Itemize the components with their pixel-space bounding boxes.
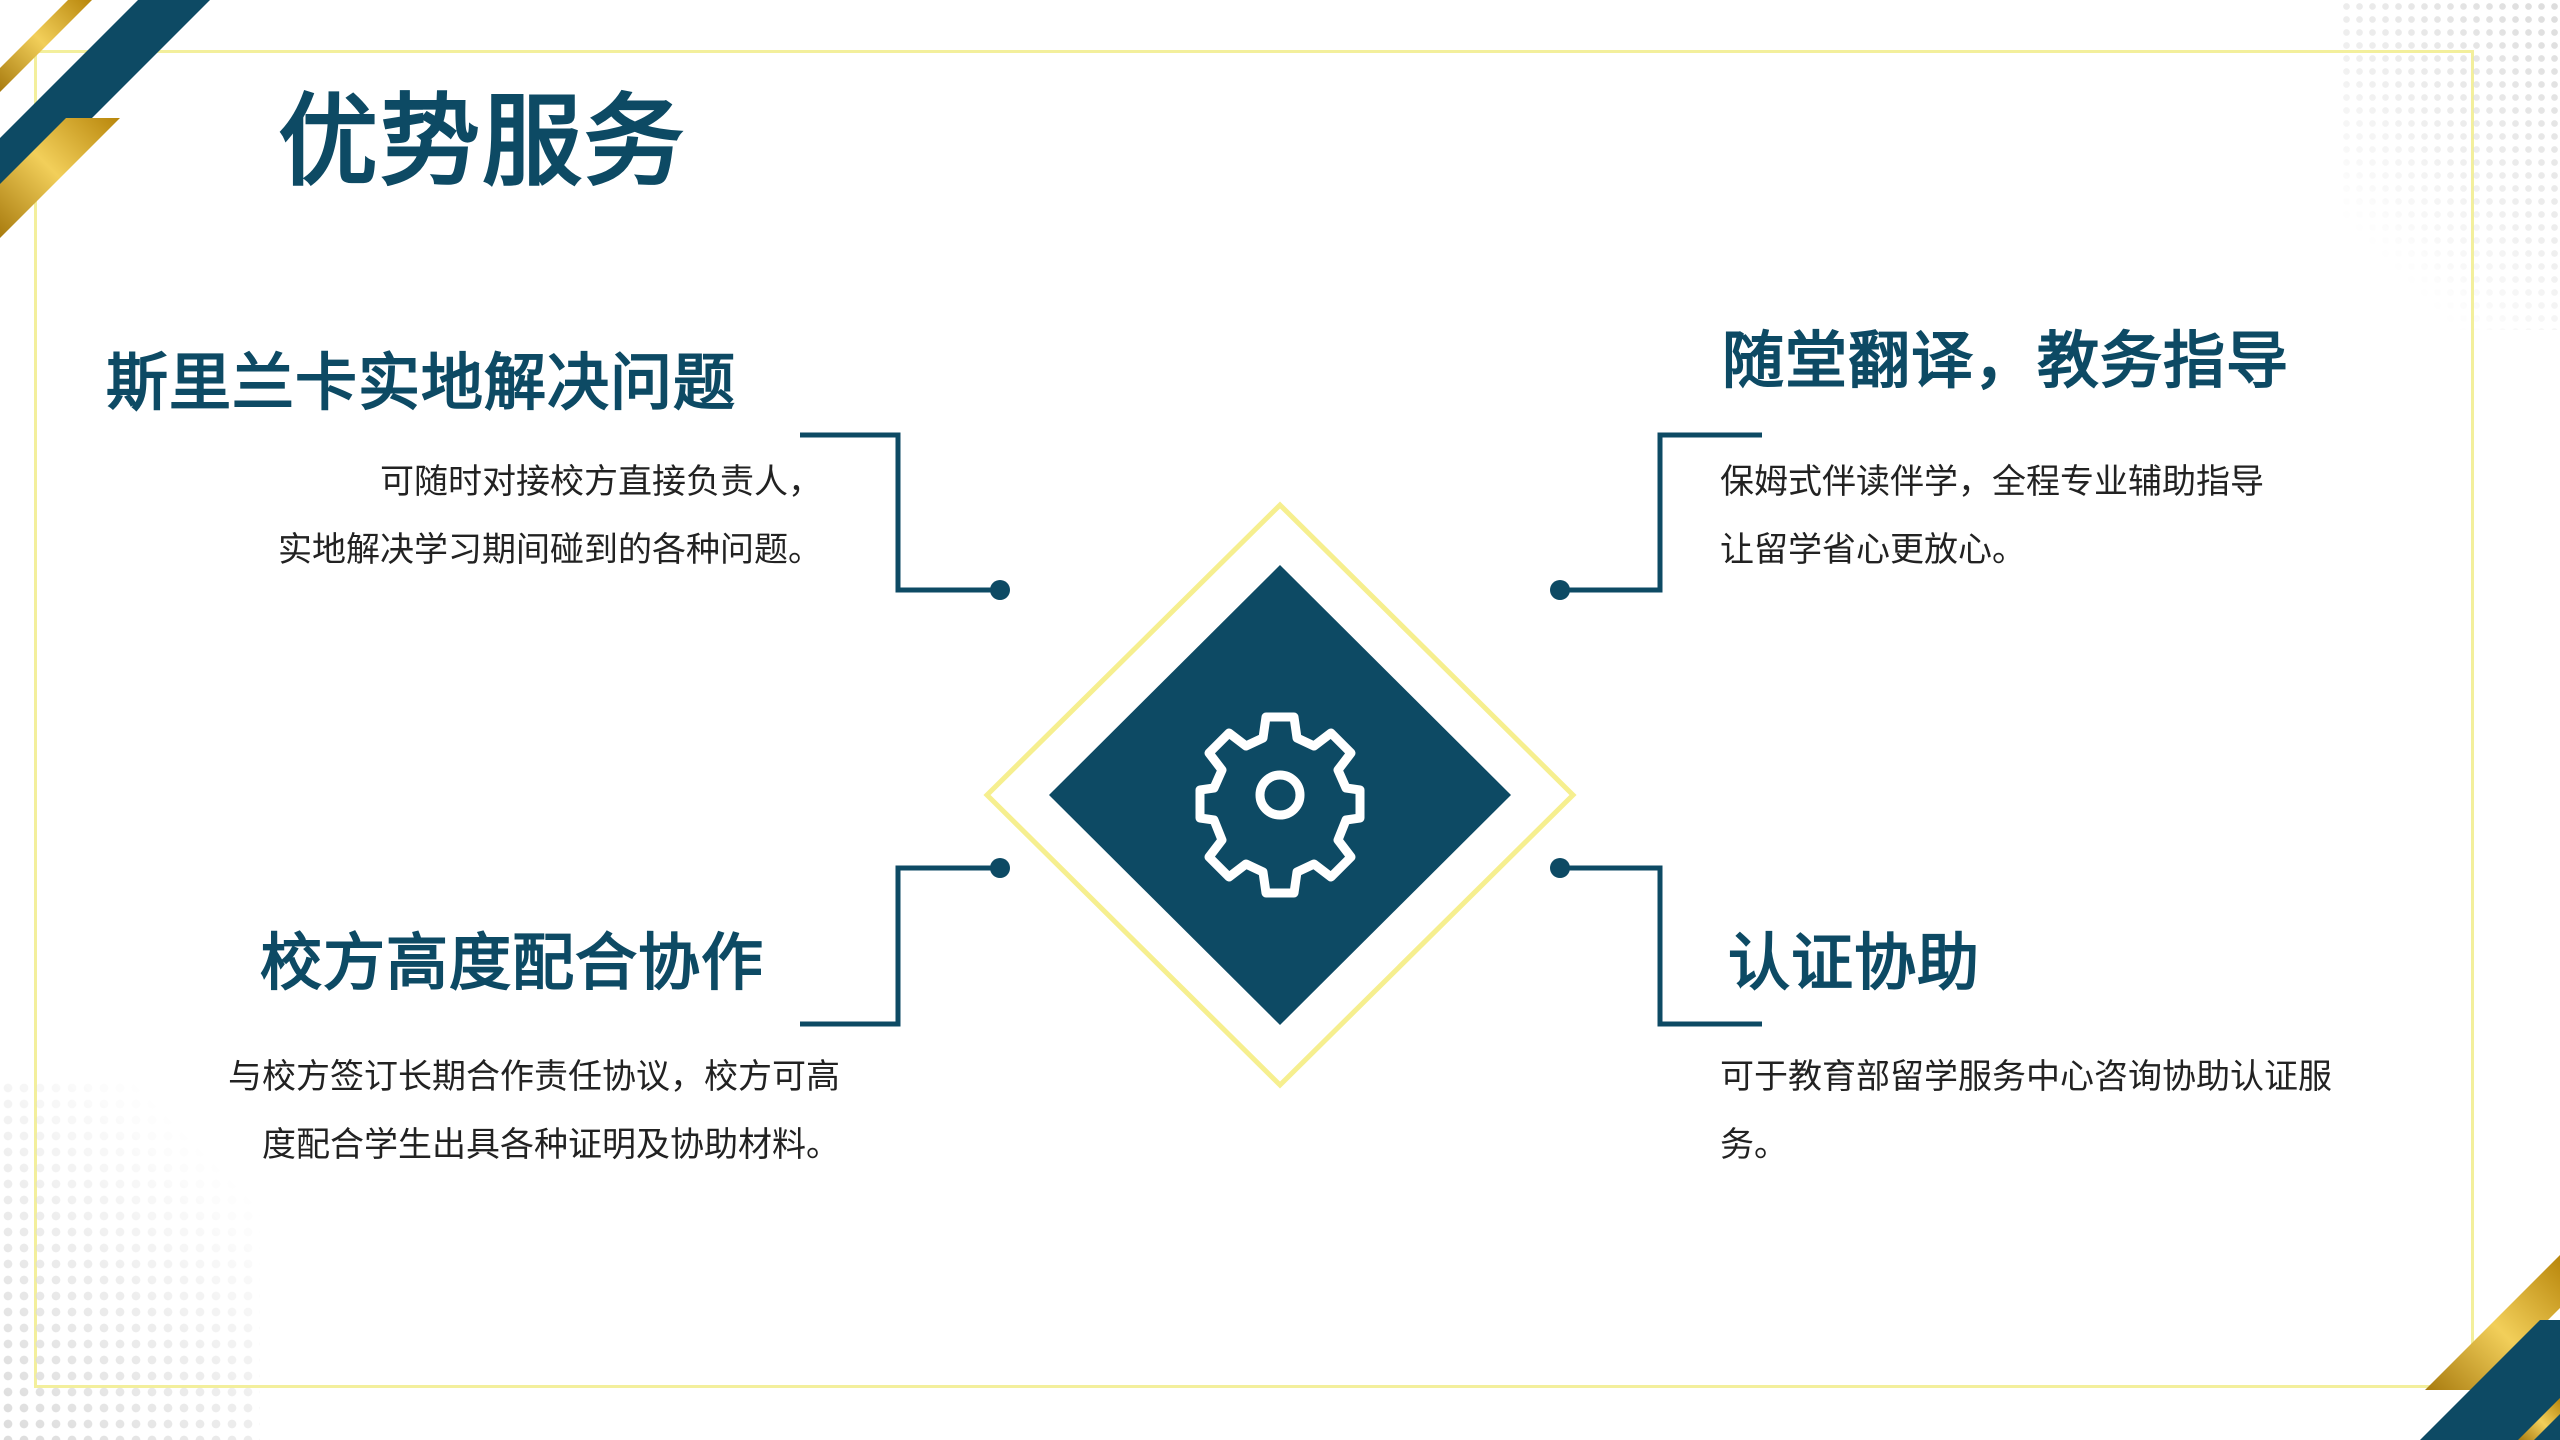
inner-diamond xyxy=(1049,565,1511,1025)
feature-heading-onsite: 斯里兰卡实地解决问题 xyxy=(106,346,737,419)
connector-dot xyxy=(1550,580,1570,600)
connector-bottom-right xyxy=(1560,865,1762,1027)
navy-stripe xyxy=(2420,1320,2560,1440)
corner-stripes-top-left xyxy=(0,0,210,238)
desc-line: 实地解决学习期间碰到的各种问题。 xyxy=(278,530,822,570)
desc-line: 让留学省心更放心。 xyxy=(1720,530,2026,570)
corner-stripes-bottom-right xyxy=(2420,1255,2560,1440)
feature-desc-translation: 保姆式伴读伴学，全程专业辅助指导 让留学省心更放心。 xyxy=(1720,448,2264,584)
feature-desc-onsite: 可随时对接校方直接负责人， 实地解决学习期间碰到的各种问题。 xyxy=(278,448,822,584)
feature-desc-cooperation: 与校方签订长期合作责任协议，校方可高 度配合学生出具各种证明及协助材料。 xyxy=(228,1043,840,1179)
feature-desc-certification: 可于教育部留学服务中心咨询协助认证服 务。 xyxy=(1720,1043,2332,1179)
dot-pattern-bottom-left xyxy=(0,1080,260,1440)
dot-pattern-top-right xyxy=(2340,0,2560,330)
connector-top-left xyxy=(800,432,1000,593)
desc-line: 与校方签订长期合作责任协议，校方可高 xyxy=(228,1057,840,1097)
desc-line: 可于教育部留学服务中心咨询协助认证服 xyxy=(1720,1057,2332,1097)
gear-icon xyxy=(1195,712,1365,898)
feature-heading-cooperation: 校方高度配合协作 xyxy=(260,926,765,999)
outer-diamond xyxy=(983,501,1577,1089)
desc-line: 可随时对接校方直接负责人， xyxy=(380,462,822,502)
gold-stripe xyxy=(2425,1255,2560,1390)
slide-border-frame xyxy=(34,50,2474,1388)
desc-line: 度配合学生出具各种证明及协助材料。 xyxy=(262,1125,840,1165)
connector-top-right xyxy=(1560,432,1762,593)
feature-heading-certification: 认证协助 xyxy=(1728,926,1981,999)
feature-heading-translation: 随堂翻译，教务指导 xyxy=(1722,324,2290,397)
connector-bottom-left xyxy=(800,865,1000,1027)
page-title: 优势服务 xyxy=(278,83,686,200)
connector-dot xyxy=(990,580,1010,600)
desc-line: 务。 xyxy=(1720,1125,1788,1165)
desc-line: 保姆式伴读伴学，全程专业辅助指导 xyxy=(1720,462,2264,502)
connector-dot xyxy=(990,858,1010,878)
gold-stripe xyxy=(0,0,92,92)
gold-stripe xyxy=(0,118,120,238)
gold-stripe xyxy=(2518,1398,2560,1440)
connector-dot xyxy=(1550,858,1570,878)
